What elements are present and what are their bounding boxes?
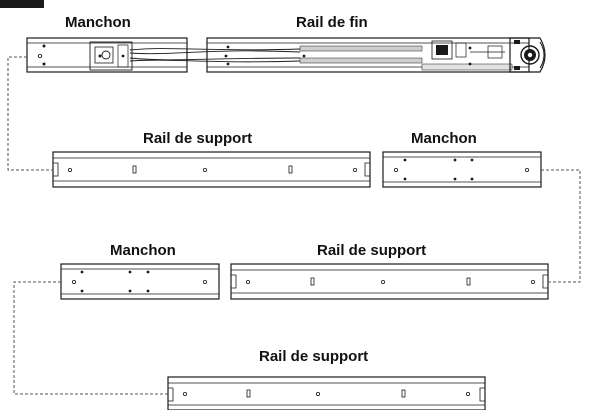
- label-sleeve-3: Manchon: [110, 242, 176, 259]
- support-rail-3: [167, 376, 486, 410]
- support-rail-2: [230, 263, 549, 300]
- motor-head-icon: [509, 37, 546, 73]
- cable-bundle: [129, 48, 301, 63]
- label-support-rail-1: Rail de support: [143, 130, 252, 147]
- connector-sleeve1-to-rail1: [7, 56, 53, 171]
- label-support-rail-3: Rail de support: [259, 348, 368, 365]
- connector-sleeve3-to-rail3: [13, 281, 168, 395]
- label-sleeve-2: Manchon: [411, 130, 477, 147]
- support-rail-1: [52, 151, 371, 188]
- sleeve-2: [382, 151, 542, 188]
- dashed-connectors: [7, 56, 581, 395]
- label-top-sleeve: Manchon: [65, 14, 131, 31]
- top-sleeve: [26, 37, 188, 73]
- sleeve-3: [60, 263, 220, 300]
- end-rail: [206, 37, 530, 73]
- label-support-rail-2: Rail de support: [317, 242, 426, 259]
- connector-sleeve2-to-rail2: [541, 169, 581, 283]
- corner-tab-icon: [0, 0, 44, 8]
- label-end-rail: Rail de fin: [296, 14, 368, 31]
